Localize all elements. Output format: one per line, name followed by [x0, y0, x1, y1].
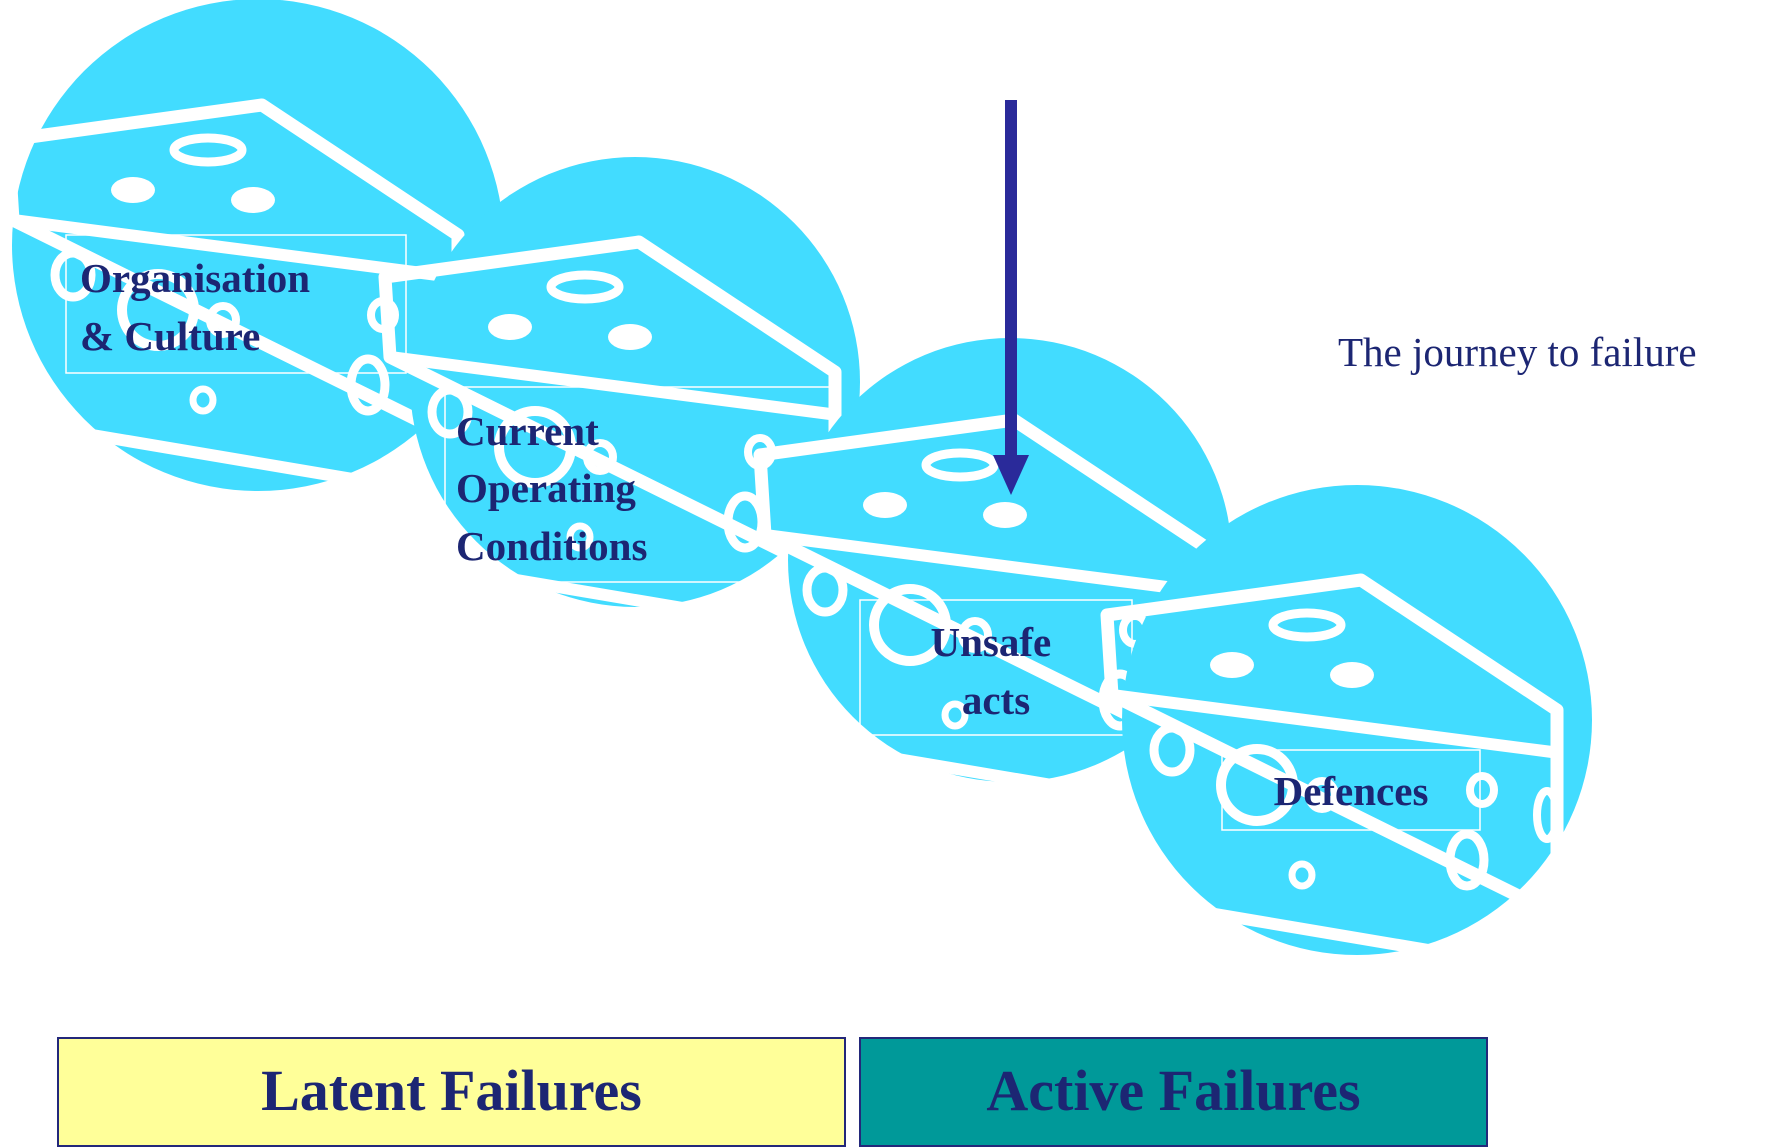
- active-failures-label: Active Failures: [986, 1058, 1361, 1123]
- slice-label-organisation-culture: Organisation & Culture: [80, 255, 320, 359]
- active-failures-band: Active Failures: [859, 1037, 1488, 1147]
- cheese-slice-unsafe-acts: Unsafe acts: [760, 338, 1232, 805]
- slice-label-defences: Defences: [1274, 768, 1429, 814]
- cheese-slice-defences: Defences: [1107, 485, 1592, 965]
- latent-failures-band: Latent Failures: [57, 1037, 846, 1147]
- slice-label-current-operating-conditions: Current Operating Conditions: [456, 408, 647, 569]
- cheese-slice-organisation-culture: Organisation & Culture: [8, 0, 504, 491]
- cheese-slice-current-operating-conditions: Current Operating Conditions: [385, 157, 860, 627]
- failure-trajectory-arrow: [993, 100, 1029, 495]
- latent-failures-label: Latent Failures: [261, 1058, 642, 1123]
- journey-caption: The journey to failure: [1338, 329, 1697, 375]
- slice-label-unsafe-acts: Unsafe acts: [931, 619, 1062, 723]
